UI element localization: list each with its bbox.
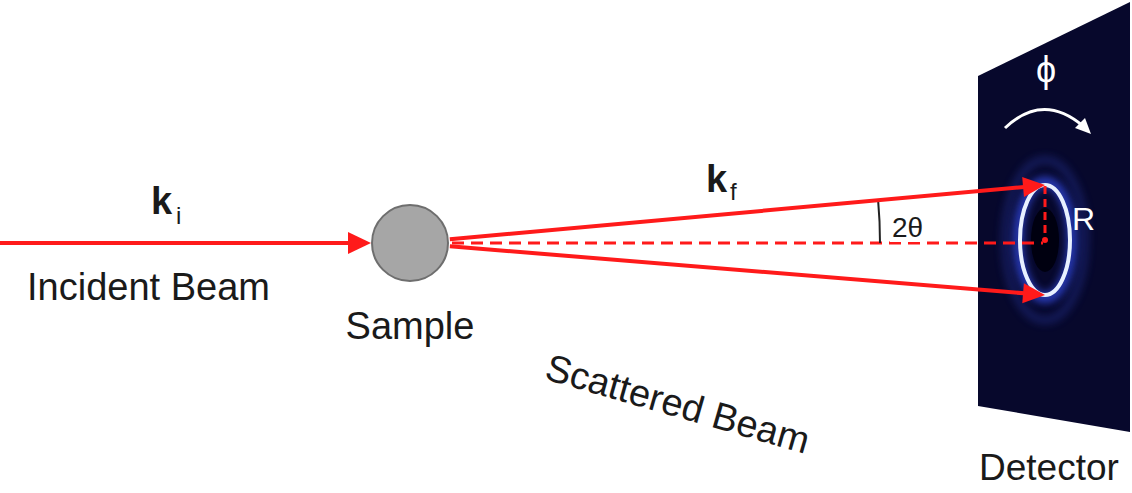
sample-circle-outline [370, 203, 450, 283]
beam-label: Scattered Beam [542, 348, 814, 460]
incident-beam [0, 241, 352, 245]
wavevector-subscript: f [730, 180, 737, 204]
sample-label: Sample [346, 307, 475, 345]
beam-label: Incident Beam [27, 268, 270, 306]
wavevector-symbol: k [706, 160, 727, 198]
scattered-beam [450, 177, 1045, 239]
angle-symbol: ϕ [1036, 52, 1056, 88]
wavevector-symbol: k [151, 182, 172, 220]
direct-beam-axis [452, 242, 1043, 245]
angle-arc [878, 200, 880, 243]
radius-label: R [1072, 203, 1095, 235]
wavevector-subscript: i [176, 204, 181, 228]
incident-arrowhead [348, 232, 371, 254]
detector-label: Detector [979, 449, 1119, 486]
sample-circle: Sample [370, 203, 450, 283]
angle-label: 2θ [890, 214, 925, 242]
scattered-beam [450, 246, 1045, 303]
